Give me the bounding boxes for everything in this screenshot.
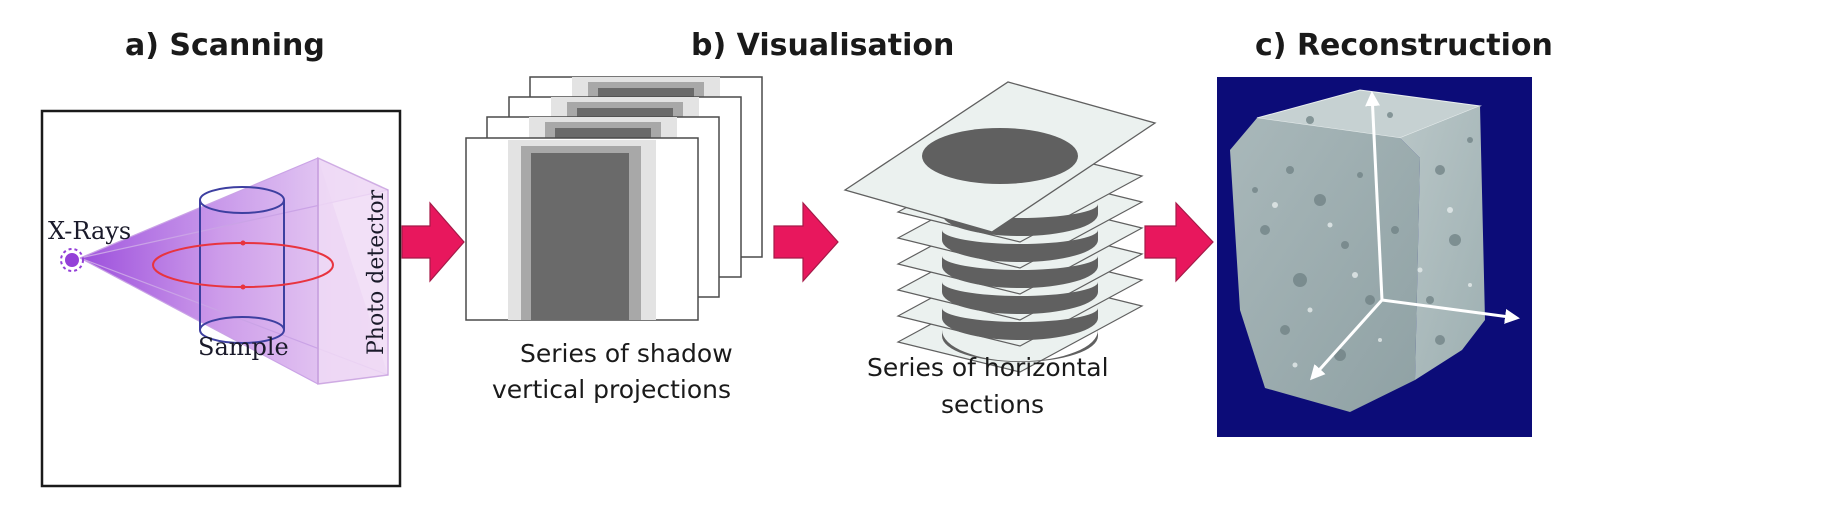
sections-caption-line-1: Series of horizontal xyxy=(867,353,1109,382)
axis-y xyxy=(1309,298,1384,381)
detector-label: Photo detector xyxy=(364,189,389,355)
reconstruction-title: c) Reconstruction xyxy=(1255,28,1553,63)
sample-cylinder xyxy=(199,186,285,344)
xray-label: X-Rays xyxy=(48,217,131,245)
coordinate-axes xyxy=(1309,91,1520,381)
projections-caption-line-2: vertical projections xyxy=(492,375,731,404)
projection-card-front xyxy=(465,137,699,321)
photo-detector xyxy=(317,156,389,385)
projections-caption-line-1: Series of shadow xyxy=(520,339,733,368)
visualisation-title: b) Visualisation xyxy=(691,28,954,63)
panel-reconstruction: c) Reconstruction xyxy=(1217,28,1553,437)
sample-label: Sample xyxy=(198,333,289,361)
axis-z xyxy=(1365,91,1384,301)
panel-scanning: a) Scanning xyxy=(40,28,402,488)
flow-arrow-3 xyxy=(1144,201,1214,283)
axis-x xyxy=(1381,298,1520,324)
rock-volume xyxy=(1230,89,1485,412)
sections-caption-line-2: sections xyxy=(941,390,1044,419)
section-slice-top xyxy=(843,81,1157,233)
flow-arrow-2 xyxy=(773,201,839,283)
projection-stack xyxy=(465,76,763,321)
scanning-title: a) Scanning xyxy=(125,28,325,63)
xray-source-icon xyxy=(60,248,84,272)
rotation-orbit xyxy=(152,240,334,290)
section-stack xyxy=(843,81,1157,373)
flow-arrow-1 xyxy=(401,201,465,283)
